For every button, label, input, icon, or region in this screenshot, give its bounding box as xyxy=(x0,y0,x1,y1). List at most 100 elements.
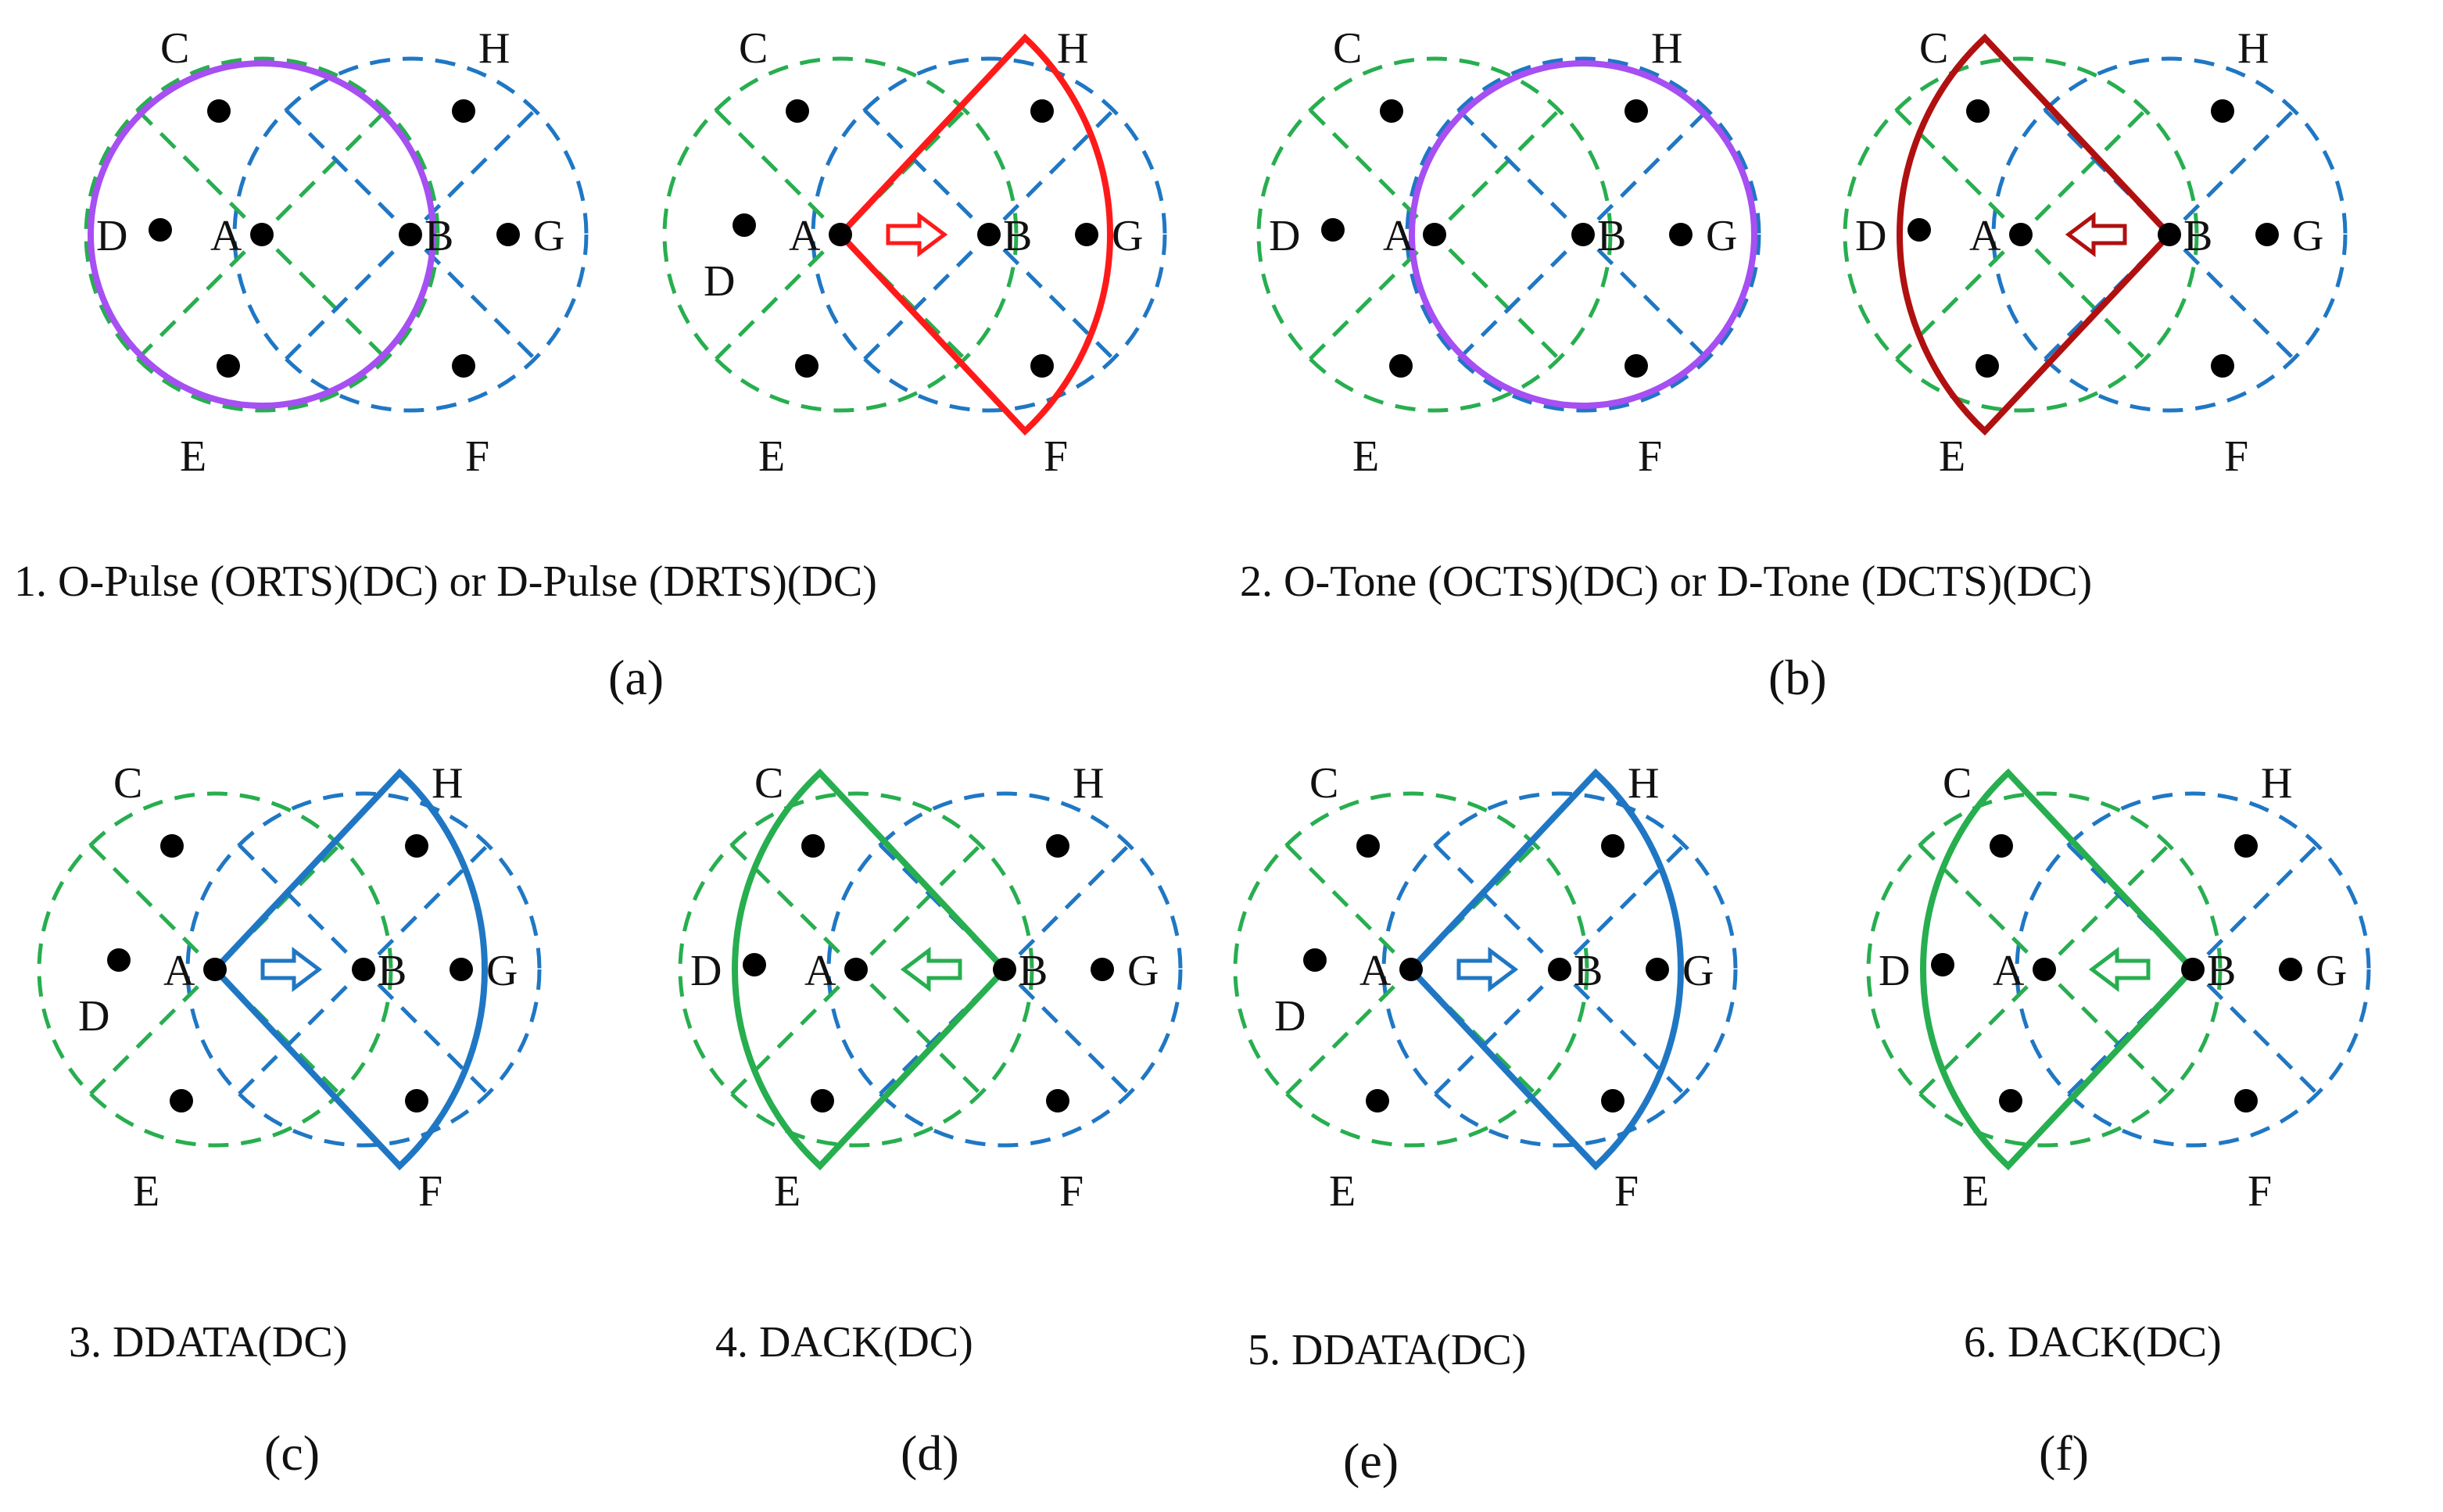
node-label-g: G xyxy=(533,212,564,260)
highlight-circle xyxy=(88,60,436,409)
node-label-d: D xyxy=(704,257,735,306)
range-circle-a xyxy=(1233,791,1589,1148)
node-label-a: A xyxy=(789,212,821,260)
subfigure-label-e: (e) xyxy=(1343,1433,1399,1489)
direction-arrow-icon xyxy=(900,947,962,992)
node-dot-e xyxy=(217,354,240,378)
node-dot-f xyxy=(1601,1089,1624,1113)
node-dot-c xyxy=(1380,99,1403,123)
node-label-e: E xyxy=(133,1167,159,1216)
node-dot-a xyxy=(829,223,852,246)
node-dot-d xyxy=(733,213,756,237)
node-label-f: F xyxy=(2248,1167,2272,1216)
range-circle-b xyxy=(1991,56,2348,413)
node-label-g: G xyxy=(1706,212,1737,260)
subfigure-label-f: (f) xyxy=(2039,1425,2089,1481)
node-label-g: G xyxy=(2292,212,2323,260)
node-label-f: F xyxy=(1614,1167,1639,1216)
node-dot-b xyxy=(352,958,375,981)
node-dot-a xyxy=(203,958,227,981)
node-dot-a xyxy=(1423,223,1446,246)
node-label-c: C xyxy=(160,24,189,73)
highlight-sector xyxy=(1897,33,2174,436)
node-label-c: C xyxy=(739,24,768,73)
node-label-h: H xyxy=(1057,24,1088,73)
node-dot-f xyxy=(2211,354,2234,378)
node-dot-e xyxy=(1999,1089,2022,1113)
highlight-sector xyxy=(210,768,488,1171)
node-label-d: D xyxy=(1879,947,1910,995)
node-dot-b xyxy=(1548,958,1571,981)
node-label-g: G xyxy=(2316,947,2347,995)
node-dot-a xyxy=(2009,223,2033,246)
caption-2: 2. O-Tone (OCTS)(DC) or D-Tone (DCTS)(DC… xyxy=(1240,557,2092,606)
node-label-g: G xyxy=(1682,947,1714,995)
node-label-h: H xyxy=(1073,759,1104,808)
node-label-b: B xyxy=(1019,947,1048,995)
node-dot-d xyxy=(743,953,766,976)
range-circle-a xyxy=(662,56,1019,413)
caption-5: 5. DDATA(DC) xyxy=(1248,1326,1526,1374)
node-dot-d xyxy=(107,948,131,972)
node-dot-f xyxy=(2234,1089,2258,1113)
node-dot-b xyxy=(399,223,422,246)
node-label-f: F xyxy=(1044,432,1068,481)
node-label-a: A xyxy=(804,947,836,995)
subfigure-label-a: (a) xyxy=(608,650,664,705)
node-dot-a xyxy=(250,223,274,246)
node-dot-e xyxy=(1976,354,1999,378)
caption-1: 1. O-Pulse (ORTS)(DC) or D-Pulse (DRTS)(… xyxy=(14,557,877,606)
node-label-d: D xyxy=(78,992,109,1041)
node-dot-g xyxy=(1646,958,1669,981)
range-circle-a xyxy=(84,56,440,413)
node-dot-b xyxy=(2158,223,2181,246)
node-dot-a xyxy=(2033,958,2056,981)
highlight-circle xyxy=(1409,60,1757,409)
node-dot-g xyxy=(496,223,520,246)
node-label-b: B xyxy=(2207,947,2236,995)
direction-arrow-icon xyxy=(260,947,323,992)
caption-3: 3. DDATA(DC) xyxy=(69,1318,347,1367)
node-label-c: C xyxy=(1919,24,1948,73)
node-dot-g xyxy=(2279,958,2302,981)
node-label-d: D xyxy=(690,947,722,995)
node-label-f: F xyxy=(2224,432,2248,481)
node-dot-g xyxy=(1075,223,1098,246)
node-dot-f xyxy=(1030,354,1054,378)
node-dot-h xyxy=(452,99,475,123)
range-circle-b xyxy=(1381,791,1738,1148)
node-dot-f xyxy=(405,1089,428,1113)
node-dot-d xyxy=(1931,953,1954,976)
node-dot-c xyxy=(1990,834,2013,858)
subfigure-label-c: (c) xyxy=(264,1425,320,1481)
subfigure-label-b: (b) xyxy=(1768,650,1827,705)
node-label-e: E xyxy=(1329,1167,1356,1216)
node-dot-c xyxy=(1966,99,1990,123)
range-circle-b xyxy=(2015,791,2371,1148)
node-label-c: C xyxy=(1333,24,1362,73)
node-dot-e xyxy=(811,1089,834,1113)
node-dot-h xyxy=(1046,834,1069,858)
node-dot-f xyxy=(1046,1089,1069,1113)
node-label-h: H xyxy=(1651,24,1682,73)
caption-6: 6. DACK(DC) xyxy=(1964,1318,2222,1367)
range-circle-a xyxy=(1843,56,2199,413)
node-label-b: B xyxy=(1003,212,1032,260)
node-dot-h xyxy=(1601,834,1624,858)
caption-4: 4. DACK(DC) xyxy=(715,1318,973,1367)
node-label-c: C xyxy=(1943,759,1972,808)
node-dot-c xyxy=(160,834,184,858)
node-dot-e xyxy=(1389,354,1413,378)
node-label-b: B xyxy=(1597,212,1626,260)
node-label-b: B xyxy=(378,947,407,995)
node-label-e: E xyxy=(758,432,785,481)
highlight-sector xyxy=(1406,768,1684,1171)
node-label-a: A xyxy=(210,212,242,260)
node-dot-d xyxy=(1321,218,1345,242)
